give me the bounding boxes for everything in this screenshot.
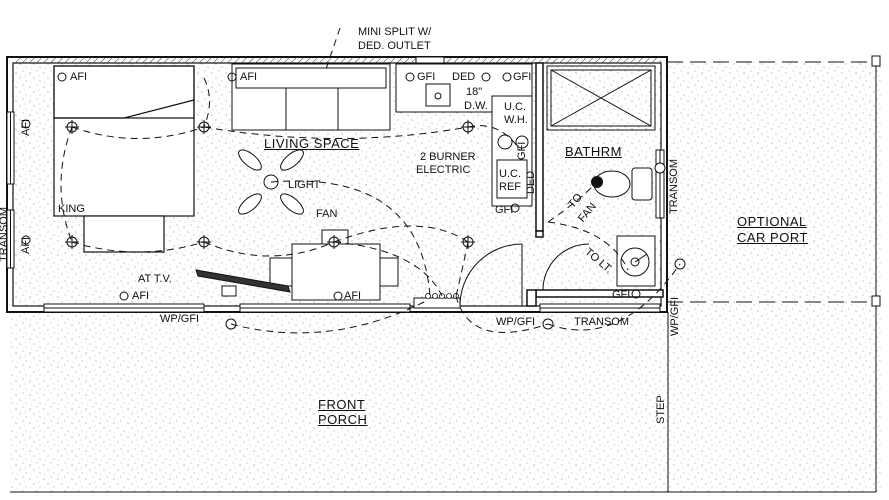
carport-area <box>668 60 883 492</box>
note-transom-right: TRANSOM <box>668 159 680 214</box>
outlet-gfi-bath: GFI <box>612 289 631 301</box>
room-living-space: LIVING SPACE <box>264 136 360 151</box>
ceiling-fan <box>238 149 304 215</box>
outlet-gfi-3: GFI <box>495 204 514 216</box>
porch-area <box>10 312 668 492</box>
outlet-afi-left-2: AFI <box>20 236 32 254</box>
note-electric: ELECTRIC <box>416 164 471 176</box>
note-2-burner: 2 BURNER <box>420 151 476 163</box>
note-mini-split: MINI SPLIT W/ <box>358 26 432 38</box>
outlet-gfi-2: GFI <box>513 71 532 83</box>
note-step: STEP <box>655 395 667 424</box>
room-front: FRONT <box>318 397 366 412</box>
outlet-afi-3: AFI <box>132 290 150 302</box>
note-uc-ref-2: REF <box>499 181 521 193</box>
outlet-afi-4: AFI <box>344 290 362 302</box>
outlet-wp-gfi-2: WP/GFI <box>496 316 536 328</box>
bathroom-walls <box>526 62 664 307</box>
windows <box>6 56 665 313</box>
kitchen-counter <box>395 63 533 207</box>
note-uc-ref-1: U.C. <box>499 168 521 180</box>
doors <box>413 243 590 309</box>
sofa <box>231 63 391 131</box>
outlet-ded: DED <box>452 71 476 83</box>
note-dw: D.W. <box>464 100 488 112</box>
note-fan: FAN <box>316 208 338 220</box>
carport-boundary <box>10 55 881 493</box>
outlet-gfi-1: GFI <box>417 71 436 83</box>
dining-table <box>269 229 399 301</box>
outlet-wp-gfi-1: WP/GFI <box>160 313 200 325</box>
label-king: KING <box>58 203 85 215</box>
outlet-symbols <box>21 72 641 301</box>
ceiling-lights <box>65 120 686 330</box>
note-ded-outlet: DED. OUTLET <box>358 40 431 52</box>
shower <box>546 65 656 131</box>
room-bathroom: BATHRM <box>565 144 622 159</box>
note-uc-wh-1: U.C. <box>504 101 526 113</box>
outlet-wp-gfi-3: WP/GFI <box>669 296 681 336</box>
note-dw-size: 18" <box>466 86 483 98</box>
room-porch: PORCH <box>318 412 368 427</box>
tv <box>195 269 291 297</box>
note-uc-wh-2: W.H. <box>504 114 528 126</box>
toilet <box>593 167 653 201</box>
king-bed <box>53 65 195 253</box>
note-at-tv: AT T.V. <box>138 273 172 285</box>
outlet-afi-1: AFI <box>70 71 88 83</box>
wiring <box>60 27 681 334</box>
room-carport: CAR PORT <box>737 230 808 245</box>
room-optional: OPTIONAL <box>737 214 807 229</box>
note-ded-vertical: DED <box>525 170 537 194</box>
note-transom-left-2: TRANSOM <box>0 207 10 262</box>
outlet-afi-2: AFI <box>240 71 258 83</box>
note-transom-porch: TRANSOM <box>574 316 629 328</box>
switch-bank <box>425 293 459 299</box>
note-light: LIGHT <box>288 179 321 191</box>
note-gfi-vertical: GFI <box>516 141 528 160</box>
outlet-afi-left-1: AFI <box>20 118 32 136</box>
